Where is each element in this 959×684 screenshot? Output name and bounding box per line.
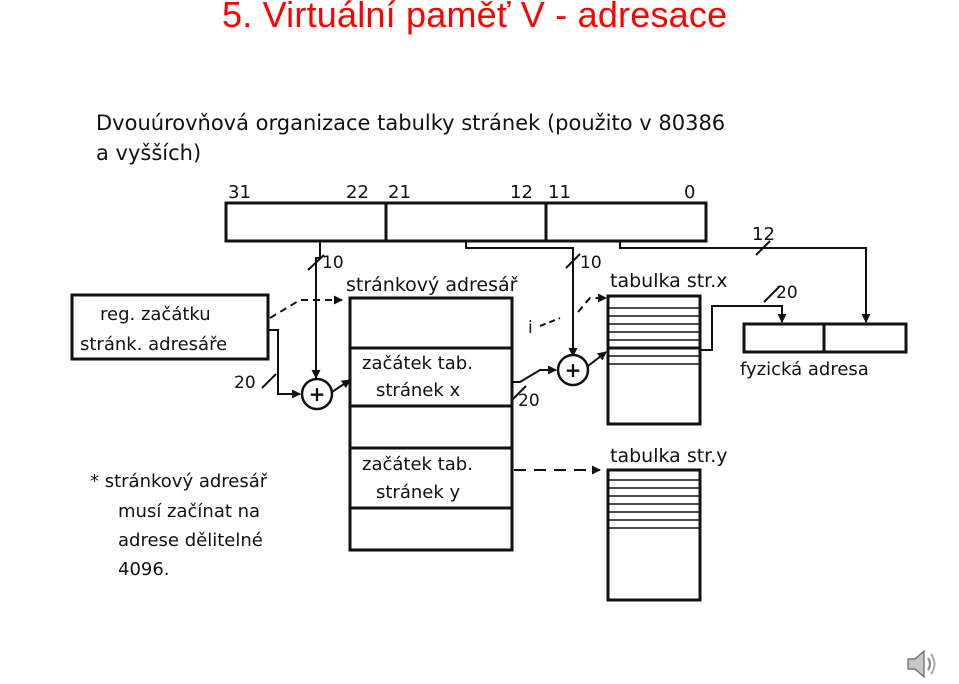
note-line1: * stránkový adresář <box>90 471 268 492</box>
entry-x-to-table-x-pointer <box>577 293 607 313</box>
adder-1-plus: + <box>309 382 326 406</box>
dir-entry-y-line2: stránek y <box>376 482 460 503</box>
register-label-line1: reg. začátku <box>100 304 211 325</box>
adder-2-plus: + <box>565 358 582 382</box>
dir-index-width-label: 10 <box>322 253 344 273</box>
linear-address: 31 22 21 12 11 0 <box>224 182 708 243</box>
bit-22-label: 22 <box>346 182 369 203</box>
bit-0-label: 0 <box>684 182 695 203</box>
register-width-label: 20 <box>234 373 256 393</box>
connection-lines <box>307 240 871 379</box>
note-line4: 4096. <box>118 559 170 580</box>
diagram-heading-line2: a vyšších) <box>96 141 201 165</box>
register-label-line2: stránk. adresáře <box>80 334 227 355</box>
bit-31-label: 31 <box>228 182 251 203</box>
page-directory: začátek tab. stránek x začátek tab. strá… <box>348 296 514 552</box>
dir-entry-x-line1: začátek tab. <box>362 353 473 374</box>
page-table-x <box>606 294 702 426</box>
dir-entry-width-label: 20 <box>518 391 540 411</box>
speaker-icon[interactable] <box>905 648 941 680</box>
slide-title: 5. Virtuální paměť V - adresace <box>222 0 728 35</box>
dir-entry-y-line1: začátek tab. <box>362 454 473 475</box>
entry-x-to-adder2-line <box>511 365 557 401</box>
directory-label: stránkový adresář <box>346 274 518 296</box>
dir-entry-x-line2: stránek x <box>376 380 460 401</box>
physical-address <box>742 322 908 354</box>
index-label: i <box>528 318 533 338</box>
page-table-y-label: tabulka str.y <box>610 445 728 467</box>
bit-12-label: 12 <box>510 182 533 203</box>
bit-21-label: 21 <box>388 182 411 203</box>
index-marker <box>539 317 561 327</box>
note-line3: adrese dělitelné <box>118 530 263 551</box>
table-entry-width-label: 20 <box>776 283 798 303</box>
adder1-to-entry-line <box>331 379 351 393</box>
physical-address-label: fyzická adresa <box>740 359 869 380</box>
directory-base-register: reg. začátku stránk. adresáře <box>70 293 270 361</box>
table-entry-to-physical-line <box>700 285 787 351</box>
register-to-directory-pointer <box>269 295 343 319</box>
page-table-y <box>606 468 702 602</box>
adder-2: + <box>556 353 590 387</box>
bit-11-label: 11 <box>548 182 571 203</box>
diagram-heading-line1: Dvouúrovňová organizace tabulky stránek … <box>96 111 725 135</box>
page-table-x-label: tabulka str.x <box>610 270 728 292</box>
register-to-adder-line <box>261 329 301 399</box>
offset-width-label: 12 <box>752 224 775 245</box>
note-line2: musí začínat na <box>118 501 260 522</box>
adder-1: + <box>300 377 334 411</box>
adder2-to-table-line <box>587 351 607 367</box>
table-index-width-label: 10 <box>580 253 602 273</box>
